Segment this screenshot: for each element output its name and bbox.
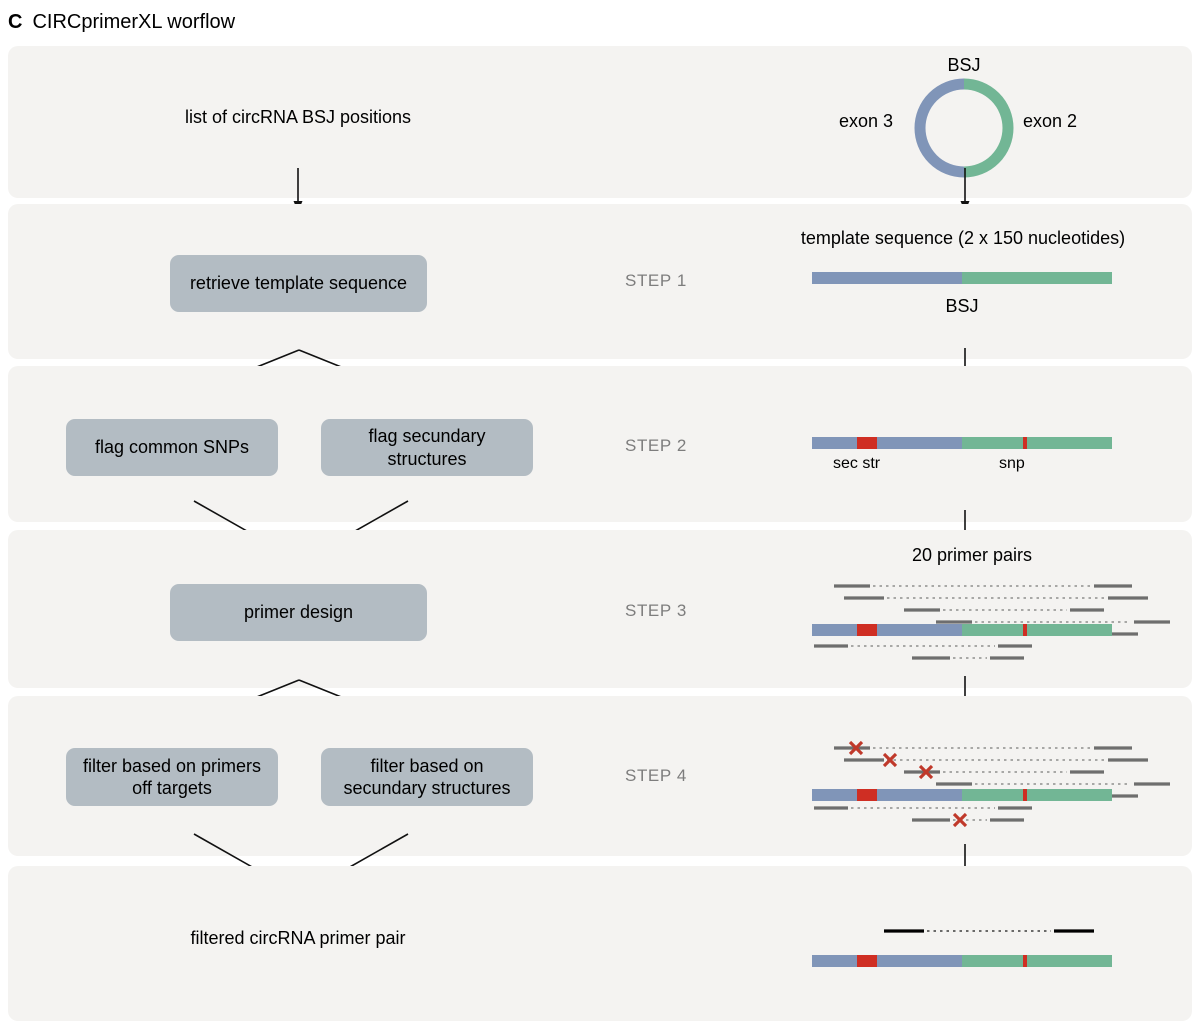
step-label-1: STEP 1	[625, 271, 687, 290]
seqbar-output-sec-str-flag	[857, 955, 877, 967]
seqbar-step4-snp-flag	[1023, 789, 1027, 801]
panel-input	[8, 46, 1192, 198]
seqbar-step3-snp-flag	[1023, 624, 1027, 636]
label-snp: snp	[999, 455, 1025, 472]
seqbar-step4-exon2-b	[1027, 789, 1112, 801]
box-filter-secondary-structures[interactable]: filter based on secundary structures	[321, 748, 533, 806]
seqbar-step4-sec-str-flag	[857, 789, 877, 801]
circle-exon3-label: exon 3	[838, 111, 894, 131]
seqbar-output-snp-flag	[1023, 955, 1027, 967]
seqbar-step3-exon2-a	[962, 624, 1023, 636]
circle-bsj-label: BSJ	[947, 55, 981, 75]
seqbar-step2-snp-flag	[1023, 437, 1027, 449]
panel-output	[8, 866, 1192, 1021]
seqbar-output	[812, 955, 1112, 967]
seqbar-output-exon3-b	[877, 955, 962, 967]
seqbar-step2-exon2-b	[1027, 437, 1112, 449]
template-sequence-caption: template sequence (2 x 150 nucleotides)	[800, 228, 1126, 248]
primer-rejected-cross-6	[952, 812, 968, 828]
figure-title-bar: C CIRCprimerXL worflow	[8, 7, 235, 37]
seqbar-step4-exon3-b	[877, 789, 962, 801]
box-flag-secondary-structures[interactable]: flag secundary structures	[321, 419, 533, 476]
seqbar-step1-bsj-label: BSJ	[945, 296, 979, 316]
box-retrieve-template-sequence[interactable]: retrieve template sequence	[170, 255, 427, 312]
seqbar-step2-exon3-a	[812, 437, 857, 449]
seqbar-step1-exon3	[812, 272, 962, 284]
seqbar-step3	[812, 624, 1112, 636]
step-label-2: STEP 2	[625, 436, 687, 455]
primer-rejected-cross-2	[918, 764, 934, 780]
seqbar-step1-exon2	[962, 272, 1112, 284]
exon2-arc	[963, 78, 1014, 178]
label-sec-str: sec str	[833, 455, 881, 472]
seqbar-output-exon2-a	[962, 955, 1023, 967]
seqbar-step2-exon3-b	[877, 437, 962, 449]
seqbar-output-exon2-b	[1027, 955, 1112, 967]
input-label-circrna-positions: list of circRNA BSJ positions	[184, 107, 412, 127]
primer-rejected-cross-0	[848, 740, 864, 756]
primer-rejected-cross-1	[882, 752, 898, 768]
circrna-circle-graphic	[914, 78, 1014, 178]
seqbar-step2-exon2-a	[962, 437, 1023, 449]
primer-pairs-caption: 20 primer pairs	[911, 545, 1033, 565]
step-label-4: STEP 4	[625, 766, 687, 785]
output-label-filtered-primer-pair: filtered circRNA primer pair	[190, 928, 406, 948]
circrna-circle-svg	[914, 78, 1014, 178]
circle-exon2-label: exon 2	[1022, 111, 1078, 131]
seqbar-step4-exon2-a	[962, 789, 1023, 801]
seqbar-step3-exon2-b	[1027, 624, 1112, 636]
seqbar-output-exon3-a	[812, 955, 857, 967]
seqbar-step4-exon3-a	[812, 789, 857, 801]
primer-pairs-svg-step4	[814, 740, 1170, 828]
seqbar-step3-sec-str-flag	[857, 624, 877, 636]
panel-letter: C	[8, 10, 23, 33]
step-label-3: STEP 3	[625, 601, 687, 620]
seqbar-step2-sec-str-flag	[857, 437, 877, 449]
seqbar-step3-exon3-a	[812, 624, 857, 636]
box-filter-primers-off-targets[interactable]: filter based on primers off targets	[66, 748, 278, 806]
seqbar-step2	[812, 437, 1112, 449]
page-title: CIRCprimerXL worflow	[32, 10, 236, 33]
seqbar-step4	[812, 789, 1112, 801]
exon3-arc	[914, 78, 965, 178]
seqbar-step3-exon3-b	[877, 624, 962, 636]
box-flag-common-snps[interactable]: flag common SNPs	[66, 419, 278, 476]
box-primer-design[interactable]: primer design	[170, 584, 427, 641]
primer-pairs-svg-step3	[814, 584, 1170, 660]
seqbar-step1	[812, 272, 1112, 284]
primer-single-svg	[884, 929, 1094, 933]
